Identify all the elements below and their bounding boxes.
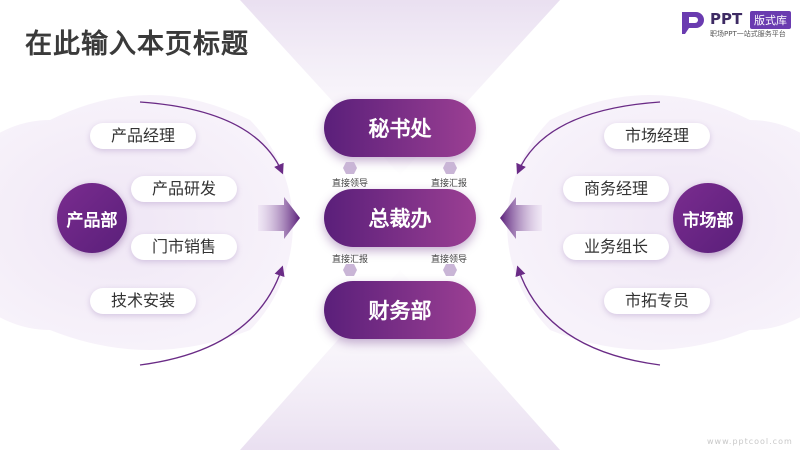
p-logo-icon [682, 12, 704, 34]
website-url: www.pptcool.com [707, 437, 793, 446]
hex-icon [343, 162, 357, 174]
left-item-4: 技术安装 [90, 288, 196, 314]
logo-brand: PPT [710, 10, 743, 28]
hex-icon [343, 264, 357, 276]
left-item-2: 产品研发 [131, 176, 237, 202]
right-item-1: 市场经理 [604, 123, 710, 149]
left-item-3: 门市销售 [131, 234, 237, 260]
right-item-2: 商务经理 [563, 176, 669, 202]
relation-label-bottom-right: 直接领导 [431, 255, 468, 265]
logo-badge: 版式库 [750, 11, 791, 29]
logo-slogan: 职场PPT一站式服务平台 [710, 30, 786, 38]
page-title: 在此输入本页标题 [25, 29, 249, 60]
relation-label-top-right: 直接汇报 [431, 179, 468, 189]
left-group-circle: 产品部 [57, 183, 127, 253]
brand-logo: PPT 版式库 职场PPT一站式服务平台 [680, 10, 795, 40]
right-item-4: 市拓专员 [604, 288, 710, 314]
hex-icon [443, 162, 457, 174]
hex-icon [443, 264, 457, 276]
relation-label-top-left: 直接领导 [332, 179, 369, 189]
center-top-pill: 秘书处 [324, 99, 476, 157]
left-item-1: 产品经理 [90, 123, 196, 149]
right-group-circle: 市场部 [673, 183, 743, 253]
center-middle-pill: 总裁办 [324, 189, 476, 247]
right-item-3: 业务组长 [563, 234, 669, 260]
relation-label-bottom-left: 直接汇报 [332, 255, 369, 265]
center-bottom-pill: 财务部 [324, 281, 476, 339]
